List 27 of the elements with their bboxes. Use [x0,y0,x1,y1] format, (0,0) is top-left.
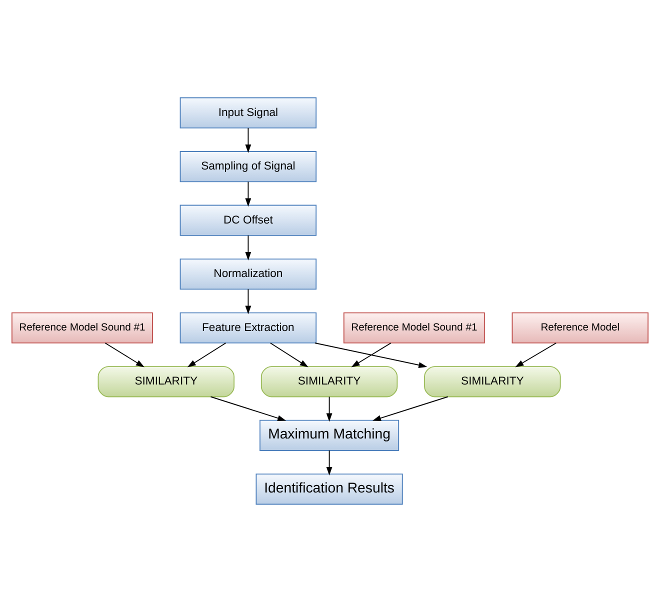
node-box: Sampling of Signal [180,151,317,182]
arrow [326,396,332,422]
node-box: Reference Model Sound #1 [343,312,485,344]
node-box: Normalization [180,258,317,290]
arrow [372,396,448,421]
node-box: SIMILARITY [260,366,398,398]
arrow [270,342,308,368]
arrow [104,342,144,368]
arrow [245,288,252,314]
arrow [326,450,332,476]
arrow [210,396,286,421]
node-box: Identification Results [256,474,403,505]
arrow [351,342,392,368]
node-box: Feature Extraction [180,312,317,344]
node-box: Input Signal [180,97,317,128]
arrow [245,128,252,153]
arrow [515,342,557,368]
node-box: SIMILARITY [424,366,561,398]
node-box: DC Offset [180,204,317,236]
arrow [245,181,252,207]
node-box: SIMILARITY [98,366,235,398]
arrow [187,342,226,368]
arrow [245,235,252,260]
node-box: Maximum Matching [260,420,400,451]
arrow [314,342,428,368]
node-box: Reference Model Sound #1 [11,312,153,344]
node-box: Reference Model [512,312,649,344]
